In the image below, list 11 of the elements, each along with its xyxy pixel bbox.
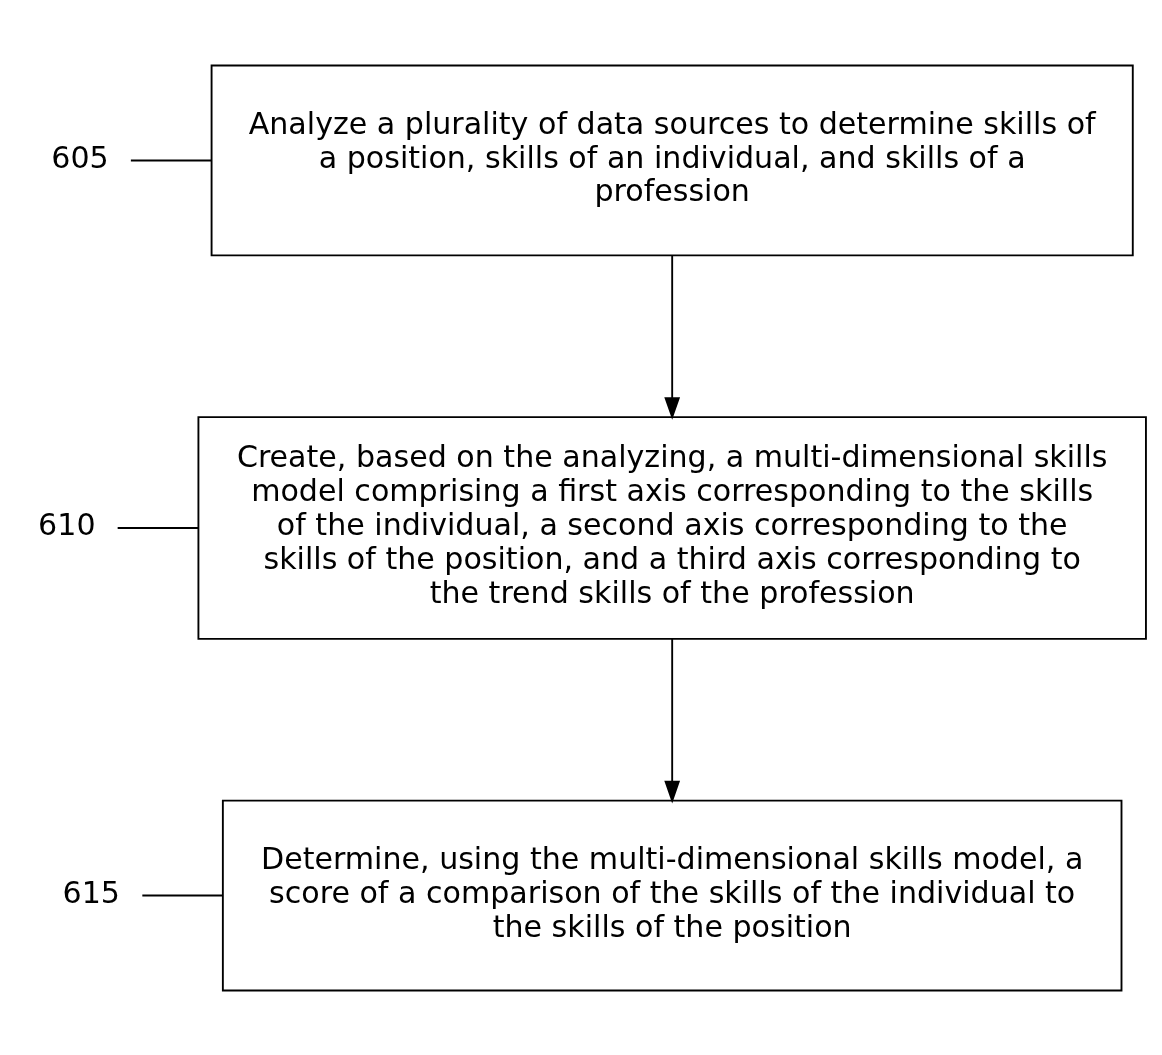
arrow xyxy=(664,254,681,420)
node-text: 605 xyxy=(51,139,109,175)
connector xyxy=(116,526,200,529)
node-box: Analyze a plurality of data sources to determine skills of a position, skills of an individual, and skills of a profession xyxy=(210,64,1134,256)
connector xyxy=(141,894,224,896)
connector xyxy=(129,159,213,161)
node-box: Determine, using the multi-dimensional skills model, a score of a comparison of the skills of the individual to the skills of the position xyxy=(221,799,1123,991)
arrow xyxy=(664,637,681,803)
node-text: 610 xyxy=(38,506,96,542)
node-box: Create, based on the analyzing, a multi-dimensional skills model comprising a first axis corresponding to the skills of the individual, a second axis corresponding to the skills of the position, and a third axis corresponding to the trend skills of the profession xyxy=(197,415,1147,640)
node-text: 615 xyxy=(62,874,120,910)
